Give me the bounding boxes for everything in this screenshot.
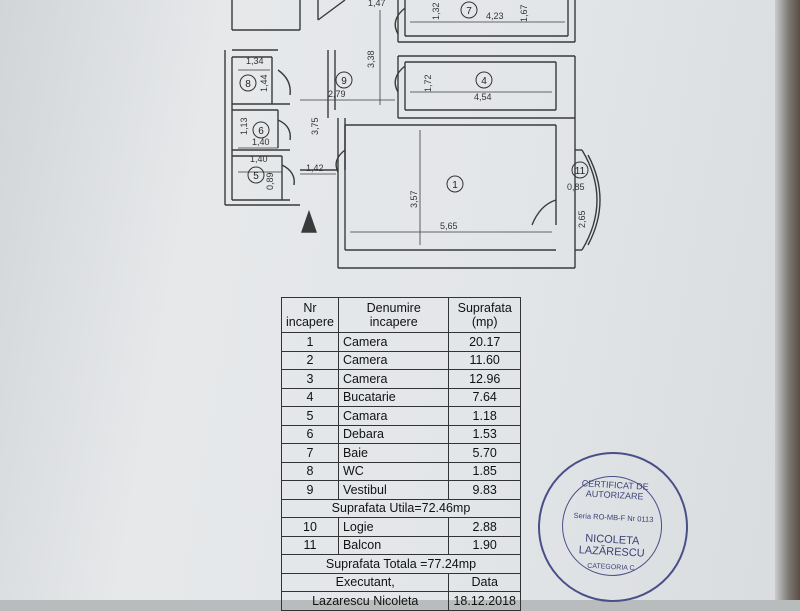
cell-name: Camera (337, 369, 450, 389)
plan-room-8: 8 (245, 79, 251, 90)
cell-area: 1.18 (448, 406, 521, 426)
table-row: 11 Balcon 1.90 (281, 535, 521, 555)
cell-area: 9.83 (448, 480, 521, 500)
dim-label: 1,72 (423, 74, 433, 92)
cell-area: 2.88 (448, 517, 521, 537)
cell-area: 12.96 (448, 369, 521, 389)
plan-room-6: 6 (258, 126, 264, 137)
dim-label: 1,32 (431, 2, 441, 20)
executant-header-row: Executant, Data (280, 572, 521, 592)
plan-room-9: 9 (341, 76, 347, 87)
utila-row: Suprafata Utila=72.46mp (281, 498, 521, 518)
cell-area: 1.53 (448, 424, 521, 444)
room-area-table: Nr incapere Denumire incapere Suprafata … (280, 297, 521, 611)
plan-room-4: 4 (481, 76, 487, 87)
table-row: 6 Debara 1.53 (281, 424, 521, 444)
cell-nr: 6 (281, 424, 339, 444)
dim-label: 1,42 (306, 163, 324, 173)
cell-nr: 5 (281, 406, 339, 426)
cell-area: 5.70 (448, 443, 521, 463)
plan-room-1: 1 (452, 180, 458, 191)
cell-nr: 3 (281, 369, 339, 389)
cell-nr: 11 (281, 535, 339, 555)
cell-nr: 4 (281, 387, 339, 407)
cell-name: Camera (337, 350, 450, 370)
cell-nr: 10 (281, 517, 339, 537)
paper-edge-shadow (775, 0, 800, 600)
table-row: 7 Baie 5.70 (281, 443, 521, 463)
table-row: 1 Camera 20.17 (281, 332, 521, 352)
dim-label: 2,65 (577, 210, 587, 228)
cell-name: Bucatarie (337, 387, 450, 407)
cell-name: Camera (337, 332, 450, 352)
table-row: 3 Camera 12.96 (281, 369, 521, 389)
suprafata-utila: Suprafata Utila=72.46mp (281, 498, 521, 518)
cell-area: 1.90 (448, 535, 521, 555)
header-suprafata: Suprafata (mp) (448, 297, 521, 333)
table-header-row: Nr incapere Denumire incapere Suprafata … (281, 297, 521, 333)
dim-label: 1,34 (246, 56, 264, 66)
dim-label: 3,57 (409, 190, 419, 208)
cell-name: Vestibul (337, 480, 450, 500)
executant-date: 18.12.2018 (448, 591, 521, 611)
table-row: 9 Vestibul 9.83 (281, 480, 521, 500)
dim-label: 0,85 (567, 182, 585, 192)
totala-row: Suprafata Totala =77.24mp (281, 554, 521, 574)
cell-name: WC (337, 461, 450, 481)
dim-label: 3,38 (366, 50, 376, 68)
dim-label: 2,79 (328, 89, 346, 99)
table-row: 10 Logie 2.88 (281, 517, 521, 537)
dim-label: 3,75 (310, 117, 320, 135)
cell-name: Logie (337, 517, 450, 537)
plan-room-5: 5 (253, 171, 259, 182)
table-row: 4 Bucatarie 7.64 (281, 387, 521, 407)
dim-label: 4,54 (474, 92, 492, 102)
table-row: 2 Camera 11.60 (281, 350, 521, 370)
header-nr: Nr incapere (281, 297, 339, 333)
dim-label: 1,13 (239, 117, 249, 135)
cell-nr: 8 (281, 461, 339, 481)
dim-label: 4,23 (486, 11, 504, 21)
cell-name: Baie (337, 443, 450, 463)
suprafata-totala: Suprafata Totala =77.24mp (281, 554, 521, 574)
cell-area: 11.60 (448, 350, 521, 370)
cell-nr: 9 (281, 480, 339, 500)
dim-label: 0,89 (265, 172, 275, 190)
table-row: 5 Camara 1.18 (281, 406, 521, 426)
cell-nr: 2 (281, 350, 339, 370)
dim-label: 1,40 (252, 137, 270, 147)
executant-label: Executant, (280, 572, 450, 592)
dim-label: 1,40 (250, 154, 268, 164)
cell-name: Camara (337, 406, 450, 426)
plan-room-11: 11 (575, 166, 586, 177)
cell-nr: 1 (281, 332, 339, 352)
cell-area: 7.64 (448, 387, 521, 407)
data-label: Data (448, 572, 521, 592)
dim-label: 1,44 (259, 74, 269, 92)
cell-area: 1.85 (448, 461, 521, 481)
dim-label: 1,47 (368, 0, 386, 8)
cell-name: Balcon (337, 535, 450, 555)
table-row: 8 WC 1.85 (281, 461, 521, 481)
executant-row: Lazarescu Nicoleta 18.12.2018 (280, 591, 521, 611)
dim-label: 5,65 (440, 221, 458, 231)
header-denumire: Denumire incapere (337, 297, 450, 333)
plan-room-7: 7 (466, 6, 472, 17)
cell-area: 20.17 (448, 332, 521, 352)
executant-name: Lazarescu Nicoleta (280, 591, 450, 611)
dim-label: 1,67 (519, 4, 529, 22)
cell-nr: 7 (281, 443, 339, 463)
cell-name: Debara (337, 424, 450, 444)
